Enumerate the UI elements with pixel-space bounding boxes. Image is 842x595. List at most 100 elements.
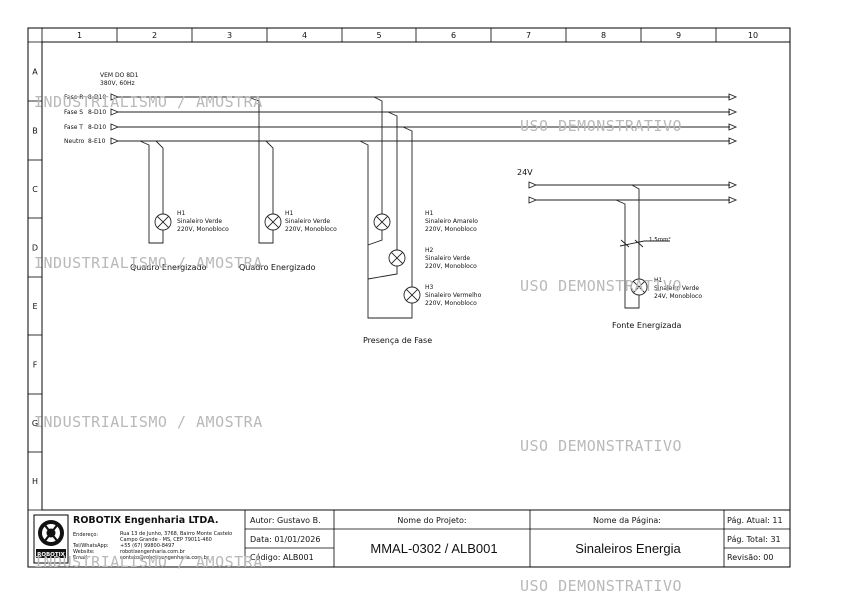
- contact-label: Tel/WhatsApp:: [72, 543, 109, 549]
- lamp-tag: H1: [654, 277, 663, 284]
- row-label: C: [32, 185, 38, 194]
- row-label: H: [32, 477, 38, 486]
- lamp-name: Sinaleiro Amarelo: [425, 218, 478, 225]
- branch-wiring: [139, 96, 413, 319]
- circuit-caption: Presença de Fase: [363, 336, 432, 345]
- dc-wiring: [528, 181, 738, 309]
- contact-value: robotixengenharia.com.br: [120, 549, 186, 555]
- row-label: F: [33, 361, 38, 370]
- lamp-tag: H3: [425, 284, 434, 291]
- lamp-icon: [388, 249, 406, 267]
- line-label-s: Fase S: [64, 109, 83, 116]
- company-name: ROBOTIX Engenharia LTDA.: [73, 515, 218, 526]
- watermark: USO DEMONSTRATIVO: [520, 577, 682, 595]
- contact-label: Endereço:: [73, 532, 98, 538]
- column-label: 2: [152, 31, 157, 40]
- supply-lines: [110, 93, 738, 145]
- contact-label: Website:: [73, 549, 95, 555]
- lamp-tag: H1: [425, 210, 434, 217]
- contact-label: Email:: [73, 555, 89, 561]
- lamp-symbols: [154, 213, 648, 304]
- lamp-name: Sinaleiro Verde: [177, 218, 222, 225]
- page-name-label: Nome da Página:: [593, 516, 661, 525]
- column-header: 1 2 3 4 5 6 7 8 9 10: [77, 28, 758, 42]
- supply-voltage: 380V, 60Hz: [100, 80, 135, 87]
- lamp-tag: H2: [425, 247, 434, 254]
- revision-field: Revisão: 00: [727, 553, 773, 562]
- company-contacts: Endereço: Rua 13 de Junho, 3768, Bairro …: [72, 531, 232, 561]
- watermark: USO DEMONSTRATIVO: [520, 277, 682, 295]
- supply-origin: VEM DO 8D1: [100, 72, 139, 79]
- contact-value: +55 (67) 99800-8497: [120, 543, 174, 549]
- line-label-t: Fase T: [64, 124, 83, 131]
- row-label: B: [32, 127, 38, 136]
- company-logo: ROBOTIX: [33, 514, 69, 564]
- column-label: 4: [302, 31, 307, 40]
- circuit-captions: Quadro Energizado Quadro Energizado Pres…: [130, 263, 682, 345]
- column-label: 10: [748, 31, 758, 40]
- lamp-icon: [630, 278, 648, 296]
- gear-icon: [38, 520, 64, 546]
- column-label: 8: [601, 31, 606, 40]
- lamp-spec: 220V, Monobloco: [425, 263, 477, 270]
- lamp-tag: H1: [177, 210, 186, 217]
- author-field: Autor: Gustavo B.: [250, 516, 321, 525]
- line-label-n: Neutro: [64, 138, 85, 145]
- column-label: 5: [376, 31, 381, 40]
- lamp-labels: H1 Sinaleiro Verde 220V, Monobloco H1 Si…: [177, 210, 702, 307]
- code-field: Código: ALB001: [250, 552, 314, 562]
- line-label-r: Fase R: [64, 94, 83, 101]
- column-label: 7: [526, 31, 531, 40]
- lamp-icon: [264, 213, 282, 231]
- column-label: 9: [676, 31, 681, 40]
- line-ref-r: 8-D10: [88, 94, 106, 101]
- watermark: USO DEMONSTRATIVO: [520, 437, 682, 455]
- watermark: INDUSTRIALISMO / AMOSTRA: [34, 254, 263, 272]
- lamp-icon: [373, 213, 391, 231]
- lamp-icon: [403, 286, 421, 304]
- lamp-tag: H1: [285, 210, 294, 217]
- row-label: E: [32, 302, 37, 311]
- circuit-caption: Quadro Energizado: [239, 263, 316, 272]
- lamp-name: Sinaleiro Verde: [285, 218, 330, 225]
- row-label: G: [32, 419, 38, 428]
- contact-value: Rua 13 de Junho, 3768, Bairro Monte Cast…: [120, 531, 232, 537]
- lamp-spec: 24V, Monobloco: [654, 293, 702, 300]
- watermark: INDUSTRIALISMO / AMOSTRA: [34, 413, 263, 431]
- row-label: A: [32, 68, 38, 77]
- lamp-spec: 220V, Monobloco: [285, 226, 337, 233]
- watermark: INDUSTRIALISMO / AMOSTRA: [34, 553, 263, 571]
- supply-line-labels: Fase R 8-D10 Fase S 8-D10 Fase T 8-D10 N…: [64, 94, 106, 145]
- title-block: ROBOTIX ROBOTIX Engenharia LTDA. Endereç…: [28, 509, 790, 567]
- lamp-icon: [154, 213, 172, 231]
- column-label: 6: [451, 31, 456, 40]
- project-name-value: MMAL-0302 / ALB001: [370, 541, 497, 556]
- watermarks: INDUSTRIALISMO / AMOSTRA USO DEMONSTRATI…: [34, 93, 682, 595]
- wire-gauge-label: 1,5mm²: [649, 236, 671, 243]
- lamp-name: Sinaleiro Vermelho: [425, 292, 482, 299]
- row-header: A B C D E F G H: [28, 28, 43, 510]
- contact-value: contato@robotixengenharia.com.br: [120, 555, 210, 561]
- circuit-caption: Quadro Energizado: [130, 263, 207, 272]
- logo-text: ROBOTIX: [37, 552, 66, 558]
- circuit-caption: Fonte Energizada: [612, 321, 682, 330]
- watermark: USO DEMONSTRATIVO: [520, 117, 682, 135]
- dc-supply-label: 24V: [517, 168, 533, 177]
- page-current: Pág. Atual: 11: [727, 516, 783, 525]
- lamp-name: Sinaleiro Verde: [425, 255, 470, 262]
- line-ref-s: 8-D10: [88, 109, 106, 116]
- page-name-value: Sinaleiros Energia: [575, 541, 681, 556]
- date-field: Data: 01/01/2026: [250, 535, 320, 544]
- column-label: 1: [77, 31, 82, 40]
- project-name-label: Nome do Projeto:: [397, 516, 466, 525]
- lamp-spec: 220V, Monobloco: [425, 226, 477, 233]
- lamp-name: Sinaleiro Verde: [654, 285, 699, 292]
- lamp-spec: 220V, Monobloco: [177, 226, 229, 233]
- line-ref-t: 8-D10: [88, 124, 106, 131]
- column-label: 3: [227, 31, 232, 40]
- lamp-spec: 220V, Monobloco: [425, 300, 477, 307]
- row-label: D: [32, 244, 38, 253]
- contact-value: Campo Grande - MS, CEP 79011-460: [120, 537, 212, 543]
- page-total: Pág. Total: 31: [727, 535, 781, 544]
